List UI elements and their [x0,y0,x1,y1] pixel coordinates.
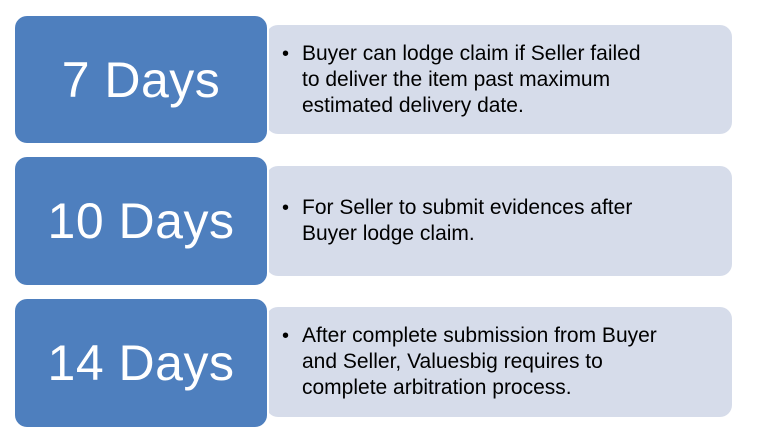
period-label: 14 Days [47,335,235,391]
period-box-10-days: 10 Days [13,155,269,287]
description-list: Buyer can lodge claim if Seller failedto… [282,41,641,119]
description-line: and Seller, Valuesbig requires to [302,350,603,373]
description-box-14-days: After complete submission from Buyer and … [266,307,732,417]
description-list: After complete submission from Buyer and … [282,323,657,401]
description-box-10-days: For Seller to submit evidences afterBuye… [266,166,732,276]
description-item: Buyer can lodge claim if Seller failedto… [282,41,641,119]
period-box-7-days: 7 Days [13,14,269,145]
period-label: 10 Days [47,193,235,249]
description-line: For Seller to submit evidences after [302,196,633,219]
description-box-7-days: Buyer can lodge claim if Seller failedto… [266,25,732,134]
description-line: After complete submission from Buyer [302,324,657,347]
description-line: complete arbitration process. [302,376,572,399]
description-list: For Seller to submit evidences afterBuye… [282,195,632,247]
description-line: estimated delivery date. [302,93,524,117]
description-line: Buyer lodge claim. [302,222,475,245]
description-item: For Seller to submit evidences afterBuye… [282,195,633,247]
description-item: After complete submission from Buyer and … [282,323,657,401]
description-line: Buyer can lodge claim if Seller failed [302,41,641,65]
description-line: to deliver the item past maximum [302,67,611,91]
period-label: 7 Days [61,51,221,108]
period-box-14-days: 14 Days [13,297,269,429]
